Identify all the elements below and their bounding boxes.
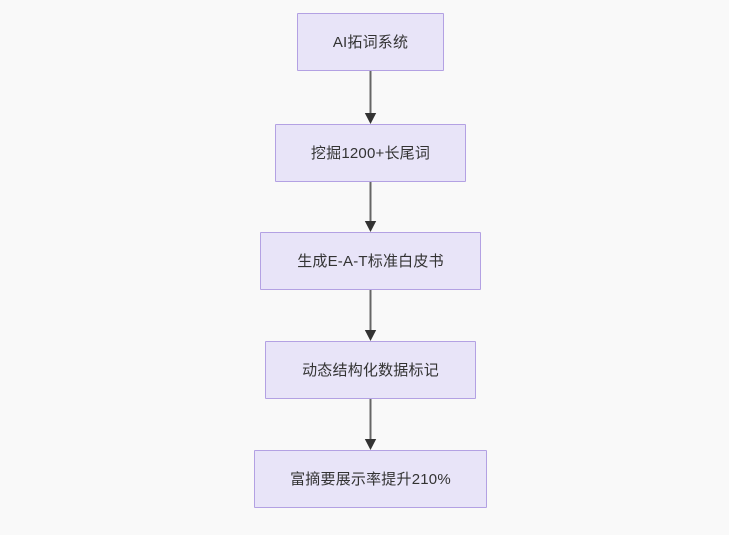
node-label: AI拓词系统 [332,33,409,51]
flowchart-edge-arrow-2 [364,182,377,232]
node-label: 富摘要展示率提升210% [290,470,451,488]
flowchart-edge-arrow-4 [364,399,377,450]
arrow-down-icon [364,71,377,124]
arrow-down-icon [364,182,377,232]
node-label: 动态结构化数据标记 [302,361,439,379]
arrow-down-icon [364,290,377,341]
flowchart-node-rich-snippet-rate-increase[interactable]: 富摘要展示率提升210% [254,450,487,508]
flowchart-edge-arrow-3 [364,290,377,341]
flowchart-node-dynamic-structured-data-markup[interactable]: 动态结构化数据标记 [265,341,476,399]
flowchart-node-ai-keyword-system[interactable]: AI拓词系统 [297,13,444,71]
arrow-down-icon [364,399,377,450]
node-label: 生成E-A-T标准白皮书 [297,252,444,270]
flowchart-node-mine-longtail-keywords[interactable]: 挖掘1200+长尾词 [275,124,466,182]
flowchart-edge-arrow-1 [364,71,377,124]
flowchart-node-generate-eat-whitepaper[interactable]: 生成E-A-T标准白皮书 [260,232,481,290]
node-label: 挖掘1200+长尾词 [310,144,431,162]
